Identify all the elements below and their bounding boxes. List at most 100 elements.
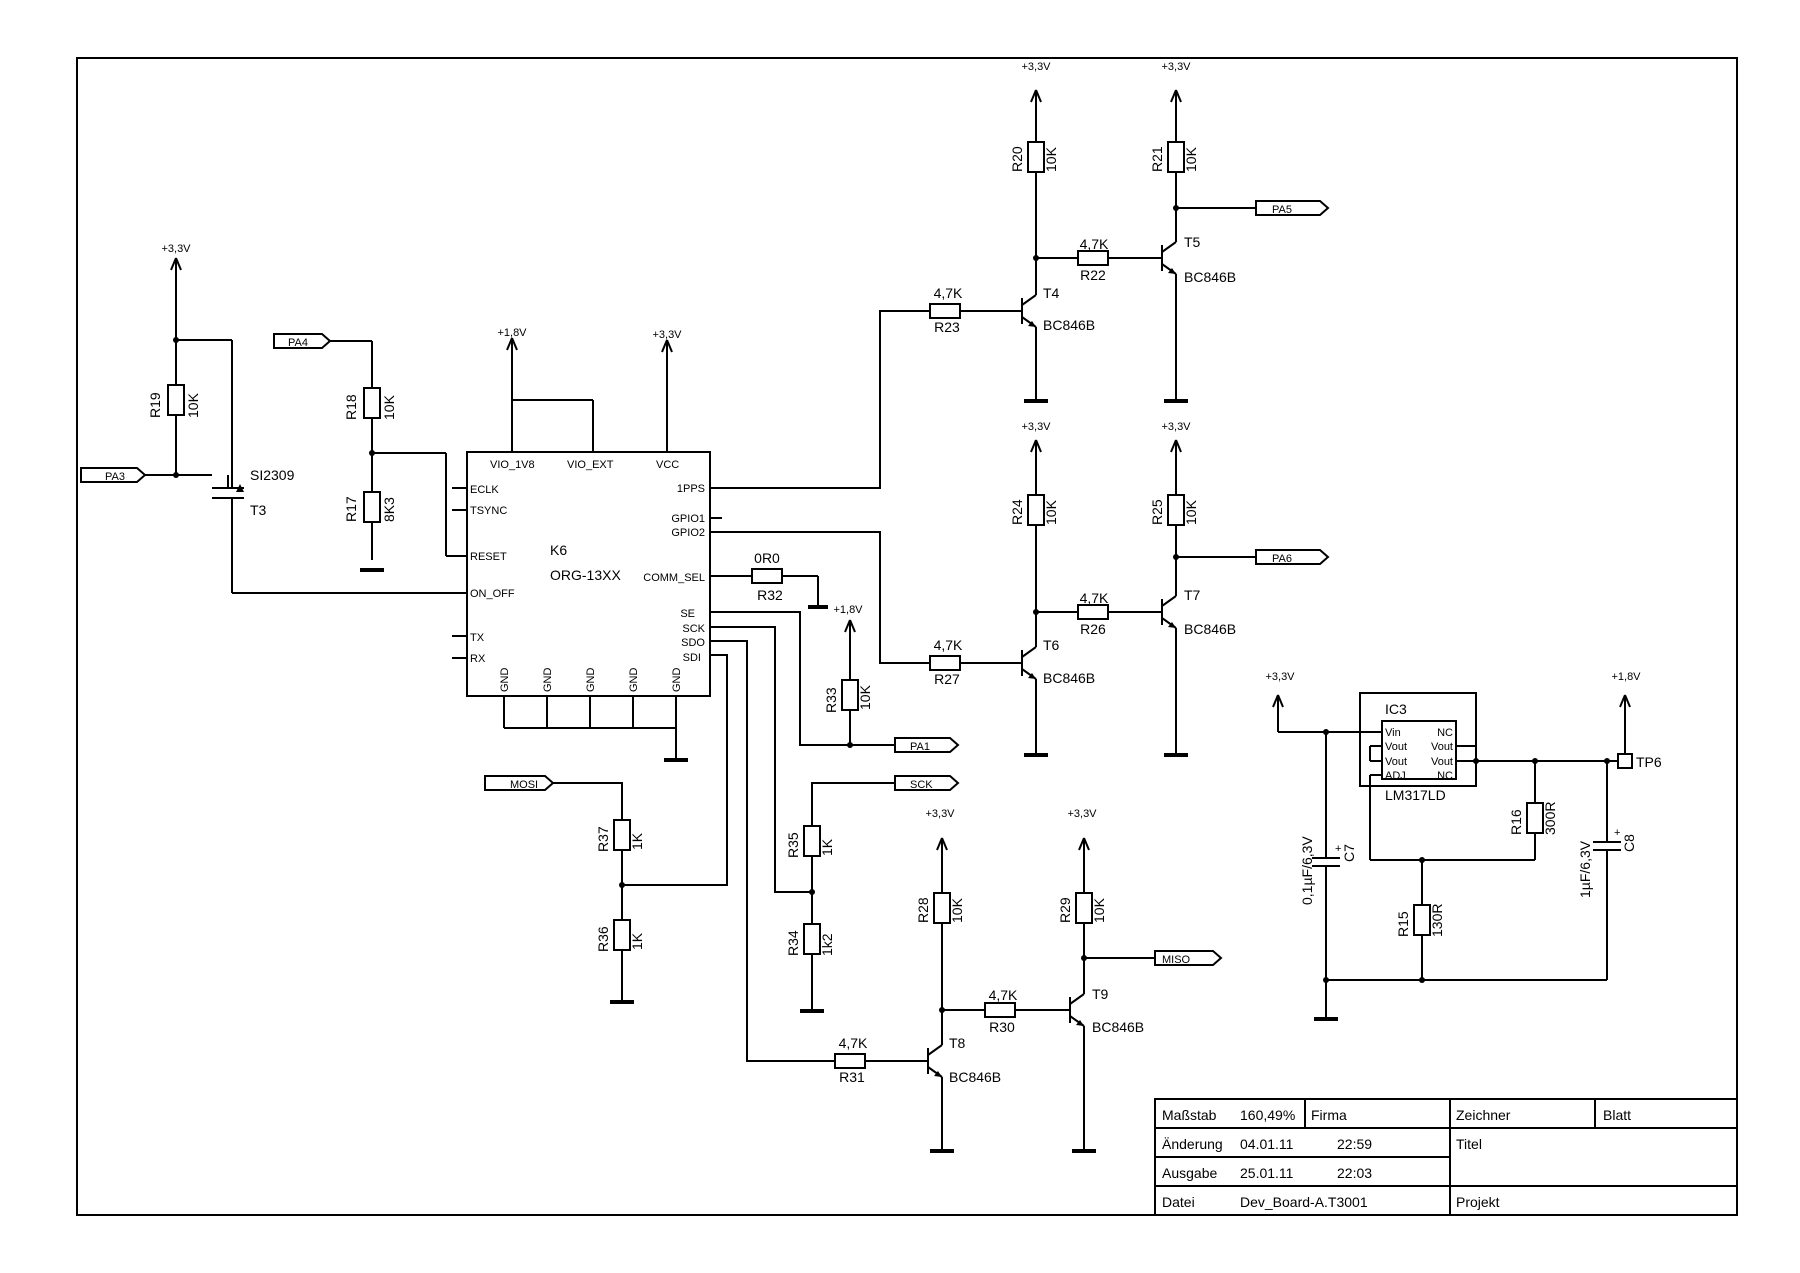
tb-projekt-label: Projekt — [1456, 1194, 1500, 1210]
pin-vin: Vin — [1385, 727, 1401, 739]
regulator-ref: IC3 — [1385, 701, 1407, 717]
resistor-ref: R31 — [839, 1069, 865, 1085]
resistor-r20: R20 10K — [1009, 141, 1059, 173]
resistor-ref: R25 — [1149, 499, 1165, 525]
tb-ausgabe-label: Ausgabe — [1162, 1165, 1217, 1181]
rail-label: +3,3V — [161, 243, 191, 255]
resistor-r22: 4,7K R22 — [1077, 236, 1109, 283]
port-pa4[interactable]: PA4 — [273, 333, 332, 349]
port-pa3[interactable]: PA3 — [80, 467, 147, 483]
pin-se: SE — [680, 608, 695, 620]
port-pa1[interactable]: PA1 — [894, 737, 960, 753]
resistor-ref: R20 — [1009, 146, 1025, 172]
sheet-border — [76, 57, 1738, 1216]
resistor-value: 300R — [1542, 802, 1558, 835]
transistor-ref: T3 — [250, 502, 267, 518]
resistor-r32: 0R0 R32 — [751, 550, 783, 603]
pin-nc: NC — [1437, 770, 1453, 782]
resistor-r23: 4,7K R23 — [929, 285, 963, 335]
capacitor-value: 0,1µF/6,3V — [1299, 836, 1315, 905]
rail-label: +3,3V — [925, 808, 955, 820]
transistor-part: BC846B — [1184, 621, 1236, 637]
resistor-value: 1K — [819, 838, 835, 856]
tb-blatt-label: Blatt — [1603, 1107, 1631, 1123]
transistor-ref: T6 — [1043, 637, 1060, 653]
pin-vcc: VCC — [656, 459, 679, 471]
rail-label: +1,8V — [1611, 671, 1641, 683]
testpoint-tp6[interactable]: TP6 — [1617, 753, 1662, 770]
resistor-ref: R35 — [785, 832, 801, 858]
tb-aenderung-time: 22:59 — [1337, 1136, 1372, 1152]
port-pa5[interactable]: PA5 — [1255, 200, 1330, 216]
rail-label: +3,3V — [652, 329, 682, 341]
rail-label: +3,3V — [1161, 421, 1191, 433]
resistor-r27: 4,7K R27 — [929, 637, 963, 687]
transistor-part: BC846B — [1184, 269, 1236, 285]
resistor-value: 10K — [381, 394, 397, 420]
port-mosi[interactable]: MOSI — [484, 775, 555, 791]
tb-massstab-value: 160,49% — [1240, 1107, 1295, 1123]
port-label: MOSI — [510, 779, 538, 791]
resistor-value: 10K — [1043, 146, 1059, 172]
tb-ausgabe-time: 22:03 — [1337, 1165, 1372, 1181]
resistor-r21: R21 10K — [1149, 141, 1199, 173]
resistor-value: 10K — [949, 897, 965, 923]
pin-sdi: SDI — [683, 652, 701, 664]
pin-vout: Vout — [1385, 741, 1407, 753]
capacitor-value: 1µF/6,3V — [1577, 840, 1593, 898]
pin-gpio2: GPIO2 — [671, 527, 705, 539]
resistor-ref: R22 — [1080, 267, 1106, 283]
capacitor-ref: C8 — [1621, 834, 1637, 852]
port-miso[interactable]: MISO — [1154, 950, 1223, 966]
port-pa6[interactable]: PA6 — [1255, 549, 1330, 565]
transistor-t4: T4 BC846B — [1021, 285, 1095, 333]
resistor-r26: 4,7K R26 — [1077, 590, 1109, 637]
resistor-ref: R36 — [595, 926, 611, 952]
module-ref: K6 — [550, 542, 567, 558]
port-label: PA1 — [910, 741, 930, 753]
tb-datei-value: Dev_Board-A.T3001 — [1240, 1194, 1368, 1210]
port-sck[interactable]: SCK — [894, 775, 960, 791]
pin-vio-1v8: VIO_1V8 — [490, 459, 535, 471]
resistor-value: 10K — [1183, 499, 1199, 525]
resistor-ref: R18 — [343, 394, 359, 420]
pin-nc: NC — [1437, 727, 1453, 739]
transistor-t8: T8 BC846B — [927, 1035, 1001, 1085]
resistor-value: 4,7K — [839, 1035, 868, 1051]
regulator-part: LM317LD — [1385, 787, 1446, 803]
port-label: PA5 — [1272, 204, 1292, 216]
resistor-r16: R16 300R — [1508, 802, 1558, 835]
transistor-part: BC846B — [1043, 670, 1095, 686]
pin-vout: Vout — [1431, 756, 1453, 768]
port-label: PA3 — [105, 471, 125, 483]
pin-adj: ADJ — [1385, 770, 1406, 782]
transistor-t6: T6 BC846B — [1021, 637, 1095, 686]
resistor-value: 0R0 — [754, 550, 780, 566]
resistor-ref: R33 — [823, 687, 839, 713]
pin-comm-sel: COMM_SEL — [643, 572, 705, 584]
pin-sck: SCK — [682, 623, 705, 635]
resistor-ref: R19 — [147, 392, 163, 418]
pin-vout: Vout — [1385, 756, 1407, 768]
resistor-r34: R34 1k2 — [785, 923, 835, 956]
pin-rx: RX — [470, 653, 486, 665]
resistor-ref: R30 — [989, 1019, 1015, 1035]
tb-ausgabe-date: 25.01.11 — [1240, 1165, 1294, 1181]
resistor-r31: 4,7K R31 — [834, 1035, 868, 1085]
pin-gnd: GND — [499, 668, 511, 693]
port-label: SCK — [910, 779, 933, 791]
svg-text:+: + — [1614, 827, 1620, 839]
port-label: PA6 — [1272, 553, 1292, 565]
rail-label: +1,8V — [833, 604, 863, 616]
pin-tsync: TSYNC — [470, 505, 507, 517]
resistor-r36: R36 1K — [595, 919, 645, 952]
resistor-value: 4,7K — [989, 987, 1018, 1003]
pin-gnd: GND — [542, 668, 554, 693]
resistor-value: 4,7K — [934, 285, 963, 301]
module-part: ORG-13XX — [550, 567, 621, 583]
resistor-value: 4,7K — [1080, 590, 1109, 606]
rail-label: +1,8V — [497, 327, 527, 339]
transistor-ref: T5 — [1184, 234, 1201, 250]
resistor-r18: R18 10K — [343, 387, 397, 420]
